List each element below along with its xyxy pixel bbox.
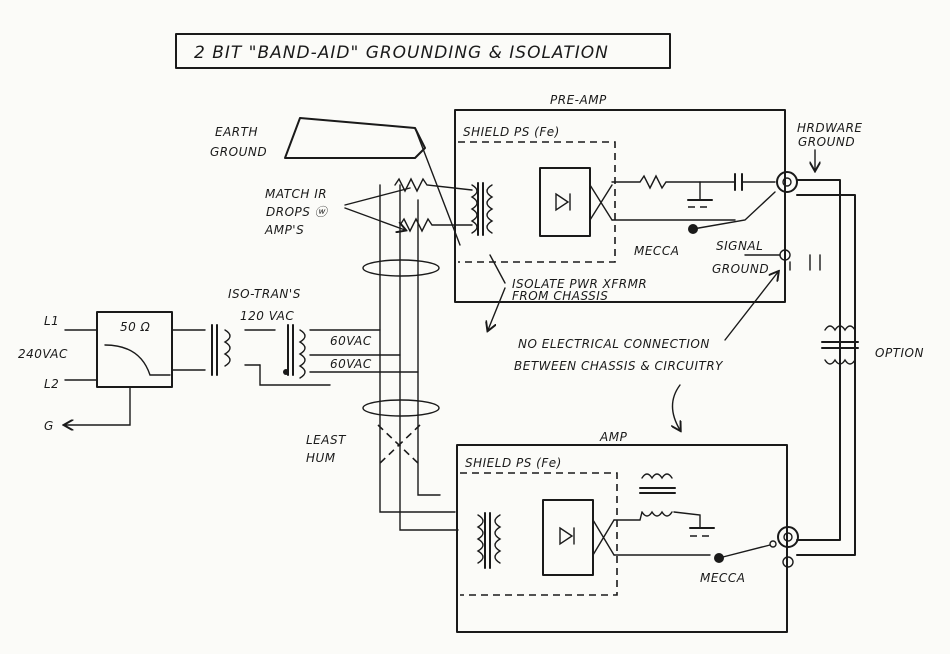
page-title: 2 BIT "BAND-AID" GROUNDING & ISOLATION <box>194 43 609 63</box>
earth-ground-label: GROUND <box>210 145 267 159</box>
title-box: 2 BIT "BAND-AID" GROUNDING & ISOLATION <box>175 33 671 69</box>
signal-ground-label: GROUND <box>712 262 769 276</box>
mecca-label: MECCA <box>700 571 745 585</box>
shield-ps-label: SHIELD PS (Fe) <box>463 125 560 139</box>
output-jack <box>776 171 798 193</box>
l2-label: L2 <box>44 377 59 391</box>
match-ir-label: DROPS ⓦ <box>266 205 329 219</box>
least-hum-label: LEAST <box>306 433 347 447</box>
mains-input: 50 Ω L1 L2 240VAC G ISO-TRAN'S 120 VAC 6… <box>18 287 419 433</box>
signal-ground-terminal <box>782 556 794 568</box>
preamp-chassis: PRE-AMP SHIELD PS (Fe) MECCA SIGNAL GROU… <box>454 93 863 303</box>
match-ir-label: AMP'S <box>264 223 304 237</box>
hardware-ground-label: GROUND <box>798 135 855 149</box>
v60-label: 60VAC <box>330 357 372 371</box>
shield-ps-label: SHIELD PS (Fe) <box>465 456 562 470</box>
hardware-ground-label: HRDWARE <box>797 121 863 135</box>
preamp-label: PRE-AMP <box>550 93 607 107</box>
no-connection-label: BETWEEN CHASSIS & CIRCUITRY <box>514 359 724 373</box>
output-jack <box>777 526 799 548</box>
option-label: OPTION <box>875 346 924 360</box>
l1-label: L1 <box>44 314 59 328</box>
filter-label: 50 Ω <box>120 320 151 334</box>
least-hum-label: HUM <box>306 451 336 465</box>
earth-ground-label: EARTH <box>215 125 258 139</box>
signal-ground-label: SIGNAL <box>716 239 763 253</box>
isolate-label: ISOLATE PWR XFRMR <box>512 277 647 291</box>
interconnect-wiring: OPTION <box>789 179 924 556</box>
v60-label: 60VAC <box>330 334 372 348</box>
v120-label: 120 VAC <box>240 309 294 323</box>
v240-label: 240VAC <box>18 347 68 361</box>
annotations: MATCH IR DROPS ⓦ AMP'S ISOLATE PWR XFRMR… <box>264 187 778 430</box>
mecca-label: MECCA <box>634 244 679 258</box>
iso-trans-label: ISO-TRAN'S <box>228 287 301 301</box>
g-label: G <box>44 419 54 433</box>
amp-chassis: AMP SHIELD PS (Fe) MECCA <box>456 430 799 633</box>
no-connection-label: NO ELECTRICAL CONNECTION <box>518 337 710 351</box>
amp-label: AMP <box>599 430 628 444</box>
isolate-label: FROM CHASSIS <box>512 289 608 303</box>
power-feed-cables: LEAST HUM <box>306 177 473 531</box>
match-ir-label: MATCH IR <box>265 187 327 201</box>
